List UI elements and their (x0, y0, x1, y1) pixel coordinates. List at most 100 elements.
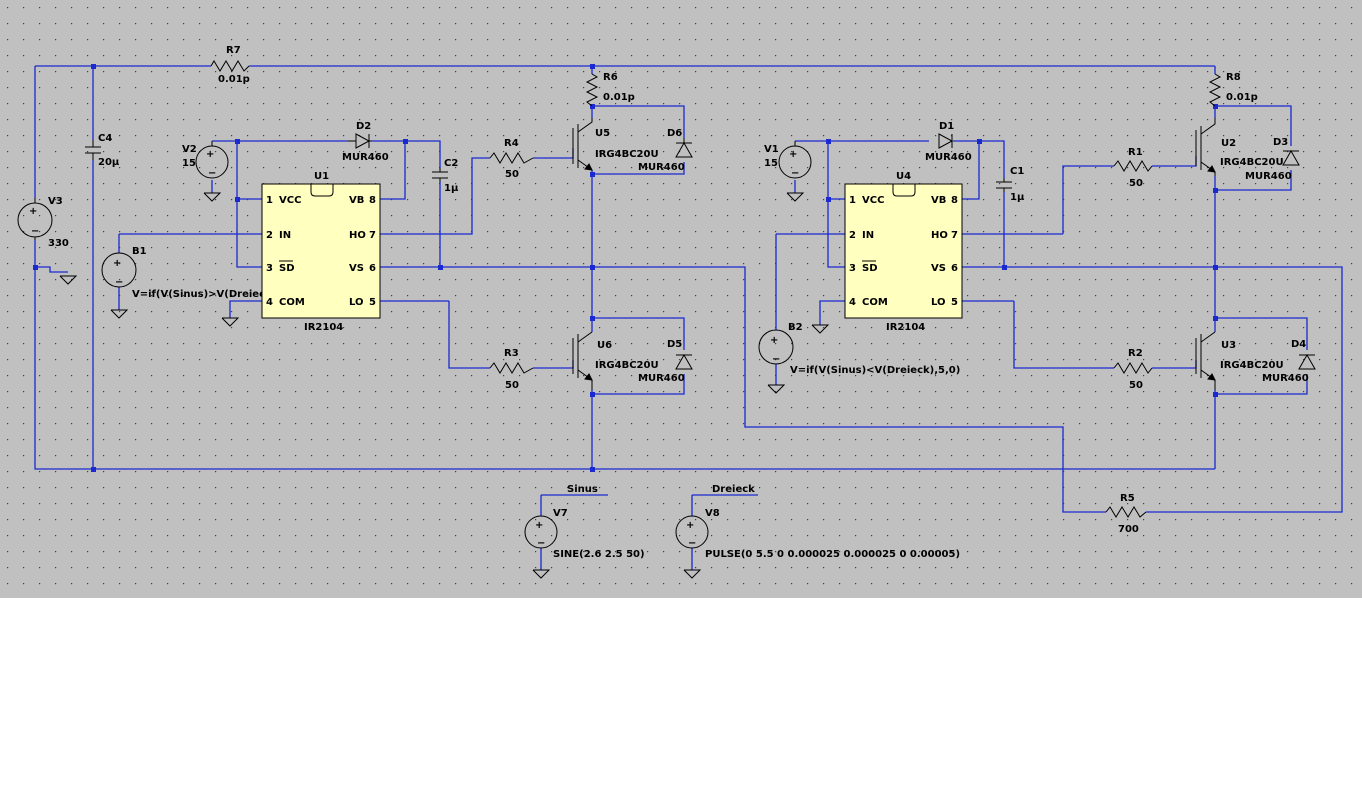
schematic-sheet: R7 0.01p R6 0.01p R8 0.01p R4 50 R3 50 R… (0, 0, 1362, 598)
capacitor-C4[interactable]: C4 20µ (85, 133, 120, 168)
R6-value: 0.01p (603, 92, 635, 103)
U1-value: IR2104 (304, 322, 343, 333)
igbt-U3[interactable]: U3 IRG4BC20U (1195, 331, 1284, 390)
voltage-source-V2[interactable]: + − V2 15 (182, 141, 229, 179)
diode-D4[interactable]: D4 MUR460 (1262, 339, 1316, 384)
B2-minus: − (772, 354, 780, 365)
R1-value: 50 (1129, 178, 1143, 189)
igbt-U5[interactable]: U5 IRG4BC20U (572, 118, 659, 171)
U4-pin3-num: 3 (849, 263, 856, 274)
diode-D6[interactable]: D6 MUR460 (638, 128, 693, 173)
B1-ref: B1 (132, 246, 147, 257)
U1-pin5-name: LO (349, 297, 364, 308)
resistor-R6[interactable]: R6 0.01p (585, 72, 635, 107)
U1-pin8-num: 8 (369, 195, 376, 206)
V1-value: 15 (764, 158, 778, 169)
diode-D3[interactable]: D3 MUR460 (1245, 137, 1300, 182)
resistor-R8[interactable]: R8 0.01p (1208, 72, 1258, 107)
U4-pin3-name: SD (862, 263, 878, 274)
U2-value: IRG4BC20U (1220, 157, 1284, 168)
diode-D1[interactable]: D1 MUR460 (925, 121, 972, 163)
R2-value: 50 (1129, 380, 1143, 391)
U4-ref: U4 (896, 171, 911, 182)
igbt-U6[interactable]: U6 IRG4BC20U (572, 331, 659, 390)
resistor-R1[interactable]: R1 50 (1113, 147, 1153, 189)
V2-ref: V2 (182, 144, 197, 155)
diode-D5[interactable]: D5 MUR460 (638, 339, 693, 384)
V8-value: PULSE(0 5.5 0 0.000025 0.000025 0 0.0000… (705, 549, 960, 560)
U1-pin3-num: 3 (266, 263, 273, 274)
U5-value: IRG4BC20U (595, 149, 659, 160)
bsource-B2[interactable]: + − B2 V=if(V(Sinus)<V(Dreieck),5,0) (758, 322, 960, 376)
C1-value: 1µ (1010, 192, 1025, 203)
D5-ref: D5 (667, 339, 682, 350)
schematic-canvas: R7 0.01p R6 0.01p R8 0.01p R4 50 R3 50 R… (0, 0, 1362, 598)
U4-pin1-name: VCC (862, 195, 884, 206)
U4-value: IR2104 (886, 322, 925, 333)
V7-minus: − (537, 538, 545, 549)
R5-ref: R5 (1120, 493, 1135, 504)
V8-minus: − (688, 538, 696, 549)
voltage-source-V1[interactable]: + − V1 15 (764, 141, 812, 179)
D4-value: MUR460 (1262, 373, 1309, 384)
D5-value: MUR460 (638, 373, 685, 384)
V7-value: SINE(2.6 2.5 50) (553, 549, 645, 560)
U1-pin6-num: 6 (369, 263, 376, 274)
U1-pin4-num: 4 (266, 297, 273, 308)
U4-pin2-name: IN (862, 230, 874, 241)
R7-ref: R7 (226, 45, 241, 56)
U6-value: IRG4BC20U (595, 360, 659, 371)
U2-ref: U2 (1221, 138, 1236, 149)
resistor-R7[interactable]: R7 0.01p (210, 45, 250, 85)
resistor-R2[interactable]: R2 50 (1113, 348, 1153, 391)
U1-ref: U1 (314, 171, 329, 182)
U4-pin2-num: 2 (849, 230, 856, 241)
U4-pin7-name: HO (931, 230, 948, 241)
R8-value: 0.01p (1226, 92, 1258, 103)
U1-pin6-name: VS (349, 263, 364, 274)
D1-ref: D1 (939, 121, 954, 132)
voltage-source-V8[interactable]: + − V8 PULSE(0 5.5 0 0.000025 0.000025 0… (675, 508, 960, 560)
V1-plus: + (789, 149, 797, 160)
V3-plus: + (29, 206, 37, 217)
U1-pin1-num: 1 (266, 195, 273, 206)
diode-D2[interactable]: D2 MUR460 (342, 121, 389, 163)
U4-pin4-num: 4 (849, 297, 856, 308)
net-label-sinus: Sinus (567, 484, 598, 495)
U1-pin2-name: IN (279, 230, 291, 241)
net-label-dreieck: Dreieck (712, 484, 755, 495)
R8-ref: R8 (1226, 72, 1241, 83)
V2-plus: + (206, 149, 214, 160)
voltage-source-V3[interactable]: + − V3 330 (17, 196, 69, 249)
U4-pin5-num: 5 (951, 297, 958, 308)
V7-ref: V7 (553, 508, 568, 519)
C2-ref: C2 (444, 158, 458, 169)
ic-U4[interactable]: U4 IR2104 1 VCC 2 IN 3 SD 4 COM VB 8 HO … (844, 171, 963, 333)
U3-ref: U3 (1221, 340, 1236, 351)
V1-minus: − (791, 168, 799, 179)
R5-value: 700 (1118, 524, 1139, 535)
resistor-R5[interactable]: R5 700 (1105, 493, 1147, 535)
resistor-R4[interactable]: R4 50 (489, 138, 534, 180)
R6-ref: R6 (603, 72, 618, 83)
bsource-B1[interactable]: + − B1 V=if(V(Sinus)>V(Dreieck),5,0) (101, 246, 302, 300)
U4-pin1-num: 1 (849, 195, 856, 206)
U6-ref: U6 (597, 340, 612, 351)
R3-ref: R3 (504, 348, 519, 359)
U4-pin4-name: COM (862, 297, 888, 308)
V8-ref: V8 (705, 508, 720, 519)
voltage-source-V7[interactable]: + − V7 SINE(2.6 2.5 50) (524, 508, 645, 560)
V3-ref: V3 (48, 196, 63, 207)
D3-ref: D3 (1273, 137, 1288, 148)
U1-pin3-name: SD (279, 263, 295, 274)
B1-value: V=if(V(Sinus)>V(Dreieck),5,0) (132, 289, 302, 300)
igbt-U2[interactable]: U2 IRG4BC20U (1195, 118, 1284, 176)
B1-plus: + (113, 258, 121, 269)
ic-U1[interactable]: U1 IR2104 1 VCC 2 IN 3 SD 4 COM VB 8 HO … (261, 171, 381, 333)
V2-value: 15 (182, 158, 196, 169)
U3-value: IRG4BC20U (1220, 360, 1284, 371)
C2-value: 1µ (444, 183, 459, 194)
resistor-R3[interactable]: R3 50 (489, 348, 534, 391)
capacitor-C1[interactable]: C1 1µ (996, 166, 1025, 203)
capacitor-C2[interactable]: C2 1µ (432, 158, 459, 194)
